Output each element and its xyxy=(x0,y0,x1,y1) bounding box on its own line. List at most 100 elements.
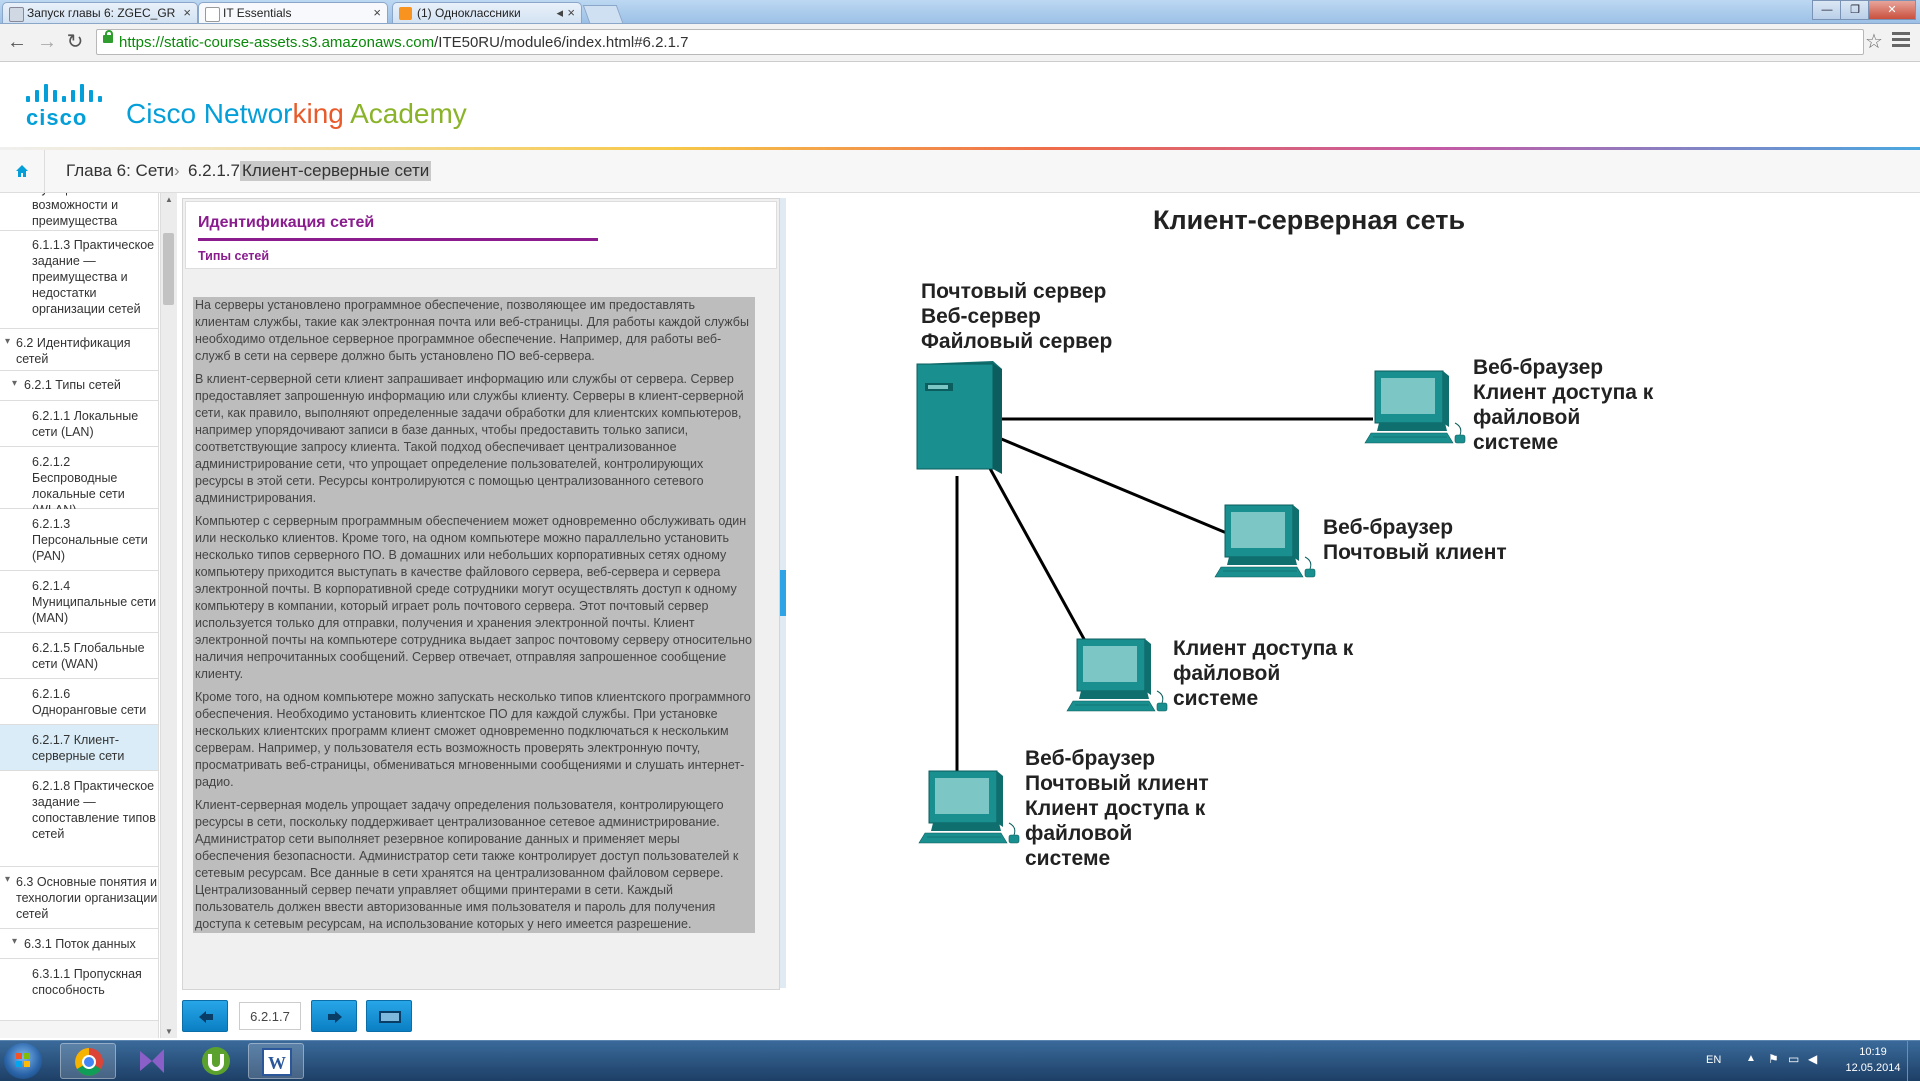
taskbar-word[interactable]: W xyxy=(248,1043,304,1079)
browser-tab-2[interactable]: IT Essentials × xyxy=(198,2,388,23)
sidebar-item[interactable]: 6.2.1.4 Муниципальные сети (MAN) xyxy=(0,571,158,633)
sidebar-item[interactable]: 6.2.1.1 Локальные сети (LAN) xyxy=(0,401,158,447)
back-arrow-icon[interactable]: ← xyxy=(7,31,27,53)
window-close-button[interactable]: ✕ xyxy=(1868,0,1916,20)
header-divider xyxy=(0,147,1920,150)
bookmark-star-icon[interactable]: ☆ xyxy=(1865,31,1883,53)
client-2-label: Веб-браузер Почтовый клиент xyxy=(1323,516,1507,564)
new-tab-button[interactable] xyxy=(582,5,624,23)
breadcrumb-chapter[interactable]: Глава 6: Сети xyxy=(66,161,174,180)
browser-tab-3[interactable]: (1) Одноклассники ◂ × xyxy=(392,2,582,23)
sidebar-item-label: 6.2.1.5 Глобальные сети (WAN) xyxy=(32,641,145,671)
show-desktop-button[interactable] xyxy=(1907,1041,1920,1081)
sidebar-item-6-2-1[interactable]: ▾ 6.2.1 Типы сетей xyxy=(0,371,158,401)
browser-toolbar: ← → ↻ https://static-course-assets.s3.am… xyxy=(0,24,1920,62)
sidebar-item-active[interactable]: 6.2.1.7 Клиент-серверные сети xyxy=(0,725,158,771)
sidebar-scrollbar[interactable]: ▲ ▼ xyxy=(160,193,177,1038)
tab-title: IT Essentials xyxy=(223,6,292,20)
sidebar-item-label: 6.2.1.3 Персональные сети (PAN) xyxy=(32,517,148,563)
page-icon xyxy=(9,7,24,22)
system-tray: EN ▲ ⚑ ▭ ◀ 10:19 12.05.2014 xyxy=(1690,1041,1920,1081)
utorrent-icon xyxy=(202,1047,230,1075)
reload-icon[interactable]: ↻ xyxy=(66,31,84,53)
clock-time[interactable]: 10:19 xyxy=(1859,1046,1887,1058)
home-icon xyxy=(16,165,28,177)
previous-button[interactable] xyxy=(182,1000,228,1032)
url-text: https://static-course-assets.s3.amazonaw… xyxy=(119,34,689,51)
volume-icon[interactable]: ◀ xyxy=(1808,1052,1818,1066)
client-4-label: Веб-браузер Почтовый клиент Клиент досту… xyxy=(1025,747,1209,870)
mute-icon[interactable]: ◂ xyxy=(556,5,563,20)
next-button[interactable] xyxy=(311,1000,357,1032)
taskbar-chrome[interactable] xyxy=(60,1043,116,1079)
clock-date[interactable]: 12.05.2014 xyxy=(1845,1062,1901,1074)
start-button[interactable] xyxy=(4,1043,42,1079)
taskbar-utorrent[interactable] xyxy=(188,1043,244,1079)
taskbar-visual-studio[interactable] xyxy=(124,1043,180,1079)
forward-arrow-icon[interactable]: → xyxy=(37,31,57,53)
windows-logo-icon xyxy=(16,1053,30,1067)
sidebar-item[interactable]: Функциональные возможности и преимуществ… xyxy=(0,193,158,231)
sidebar-item[interactable]: 6.1.1.3 Практическое задание — преимущес… xyxy=(0,231,158,329)
flag-icon[interactable]: ⚑ xyxy=(1768,1052,1779,1066)
content-panel: Идентификация сетей Типы сетей На сервер… xyxy=(182,198,780,990)
computer-icon xyxy=(1364,370,1466,444)
sidebar-item[interactable]: 6.2.1.3 Персональные сети (PAN) xyxy=(0,509,158,571)
odnoklassniki-icon xyxy=(399,7,412,20)
link-line xyxy=(986,431,1230,536)
academy-logo[interactable]: Cisco Networking Academy xyxy=(126,98,467,129)
sidebar-nav: Функциональные возможности и преимуществ… xyxy=(0,193,159,1038)
scrollbar-thumb[interactable] xyxy=(780,570,786,616)
sidebar-item[interactable]: 6.2.1.5 Глобальные сети (WAN) xyxy=(0,633,158,679)
topic-header: Идентификация сетей Типы сетей xyxy=(185,201,777,269)
taskbar: W EN ▲ ⚑ ▭ ◀ 10:19 12.05.2014 xyxy=(0,1040,1920,1081)
media-button[interactable] xyxy=(366,1000,412,1032)
sidebar-item-label: 6.3.1.1 Пропускная способность xyxy=(32,967,142,997)
scrollbar-thumb[interactable] xyxy=(163,233,174,305)
close-icon[interactable]: × xyxy=(373,5,381,20)
show-hidden-icons-icon[interactable]: ▲ xyxy=(1746,1053,1756,1064)
diagram-title: Клиент-серверная сеть xyxy=(1153,205,1466,235)
scroll-up-icon[interactable]: ▲ xyxy=(165,195,173,204)
server-label: Почтовый сервер Веб-сервер Файловый серв… xyxy=(921,280,1113,353)
content-scrollbar[interactable] xyxy=(780,198,786,988)
paragraph: Компьютер с серверным программным обеспе… xyxy=(195,514,753,681)
network-icon[interactable]: ▭ xyxy=(1788,1052,1800,1066)
caret-down-icon: ▾ xyxy=(12,378,18,389)
maximize-button[interactable]: ❐ xyxy=(1840,0,1870,20)
language-indicator[interactable]: EN xyxy=(1706,1054,1722,1066)
sidebar-item-section-6-2[interactable]: ▾6.2 Идентификация сетей xyxy=(0,329,158,371)
close-icon[interactable]: × xyxy=(183,5,191,20)
selected-text-block: На серверы установлено программное обесп… xyxy=(193,297,755,933)
sidebar-item-label: 6.3.1 Поток данных xyxy=(24,937,136,951)
browser-tab-1[interactable]: Запуск главы 6: ZGEC_GR × xyxy=(2,2,198,23)
breadcrumb-current-title: Клиент-серверные сети xyxy=(240,161,432,181)
word-icon: W xyxy=(262,1048,292,1076)
screen-icon xyxy=(379,1011,401,1023)
paragraph: Клиент-серверная модель упрощает задачу … xyxy=(195,798,739,931)
sidebar-item-label: 6.2.1 Типы сетей xyxy=(24,378,121,392)
address-bar[interactable]: https://static-course-assets.s3.amazonaw… xyxy=(96,29,1864,55)
sidebar-item[interactable]: 6.2.1.6 Одноранговые сети xyxy=(0,679,158,725)
visual-studio-icon xyxy=(140,1049,164,1073)
sidebar-item-section-6-3[interactable]: ▾6.3 Основные понятия и технологии орган… xyxy=(0,867,158,929)
menu-icon[interactable] xyxy=(1892,32,1910,52)
scroll-down-icon[interactable]: ▼ xyxy=(165,1027,173,1036)
sidebar-item[interactable]: 6.3.1.1 Пропускная способность xyxy=(0,959,158,1021)
sidebar-item[interactable]: 6.2.1.8 Практическое задание — сопоставл… xyxy=(0,771,158,867)
diagram-svg xyxy=(916,361,1466,844)
close-icon[interactable]: × xyxy=(567,5,575,20)
client-1-label: Веб-браузер Клиент доступа к файловой си… xyxy=(1473,356,1654,454)
minimize-button[interactable]: — xyxy=(1812,0,1842,20)
sidebar-item[interactable]: 6.2.1.2 Беспроводные локальные сети (WLA… xyxy=(0,447,158,517)
sidebar-item-label: 6.2.1.2 Беспроводные локальные сети (WLA… xyxy=(32,455,125,517)
paragraph: На серверы установлено программное обесп… xyxy=(195,298,749,363)
topic-title: Идентификация сетей xyxy=(198,214,375,231)
breadcrumb-current-number: 6.2.1.7 xyxy=(188,161,240,180)
page-icon xyxy=(205,7,220,22)
link-line xyxy=(985,462,1097,660)
home-button[interactable] xyxy=(0,150,45,192)
paragraph: В клиент-серверной сети клиент запрашива… xyxy=(195,372,744,505)
sidebar-item-6-3-1[interactable]: ▾6.3.1 Поток данных xyxy=(0,929,158,959)
computer-icon xyxy=(918,770,1020,844)
